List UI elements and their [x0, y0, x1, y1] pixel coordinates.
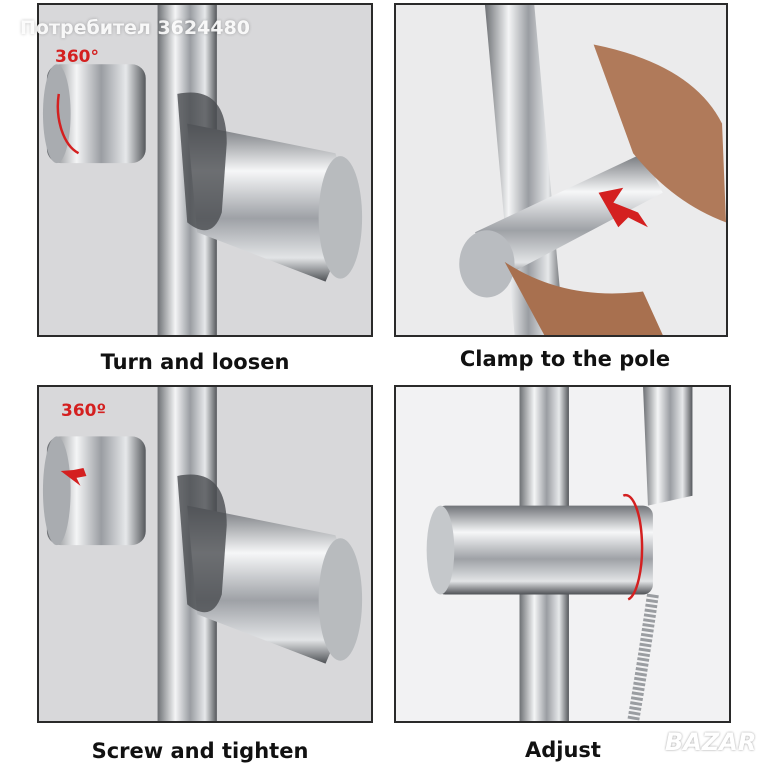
push-arrow-icon [598, 187, 648, 228]
product-photo [396, 387, 729, 721]
panel-turn-and-loosen: 360° [37, 3, 373, 337]
panel-clamp-to-the-pole [394, 3, 728, 337]
product-photo [396, 5, 726, 335]
caption-clamp-to-the-pole: Clamp to the pole [459, 347, 671, 371]
bazar-logo: BAZAR [665, 728, 757, 756]
product-photo [42, 5, 363, 335]
panel-screw-and-tighten: 360º [37, 385, 373, 723]
user-watermark: Потребител 3624480 [20, 17, 251, 39]
caption-adjust: Adjust [525, 738, 601, 762]
caption-screw-and-tighten: Screw and tighten [91, 739, 309, 763]
rotation-badge: 360º [61, 401, 107, 421]
panel-adjust [394, 385, 731, 723]
tighten-arrow-icon [60, 468, 87, 486]
rotate-arrow-icon [56, 93, 80, 155]
adjust-arrow-icon [622, 493, 644, 601]
caption-turn-and-loosen: Turn and loosen [100, 350, 290, 374]
product-photo [42, 387, 363, 721]
rotation-badge: 360° [55, 47, 99, 67]
